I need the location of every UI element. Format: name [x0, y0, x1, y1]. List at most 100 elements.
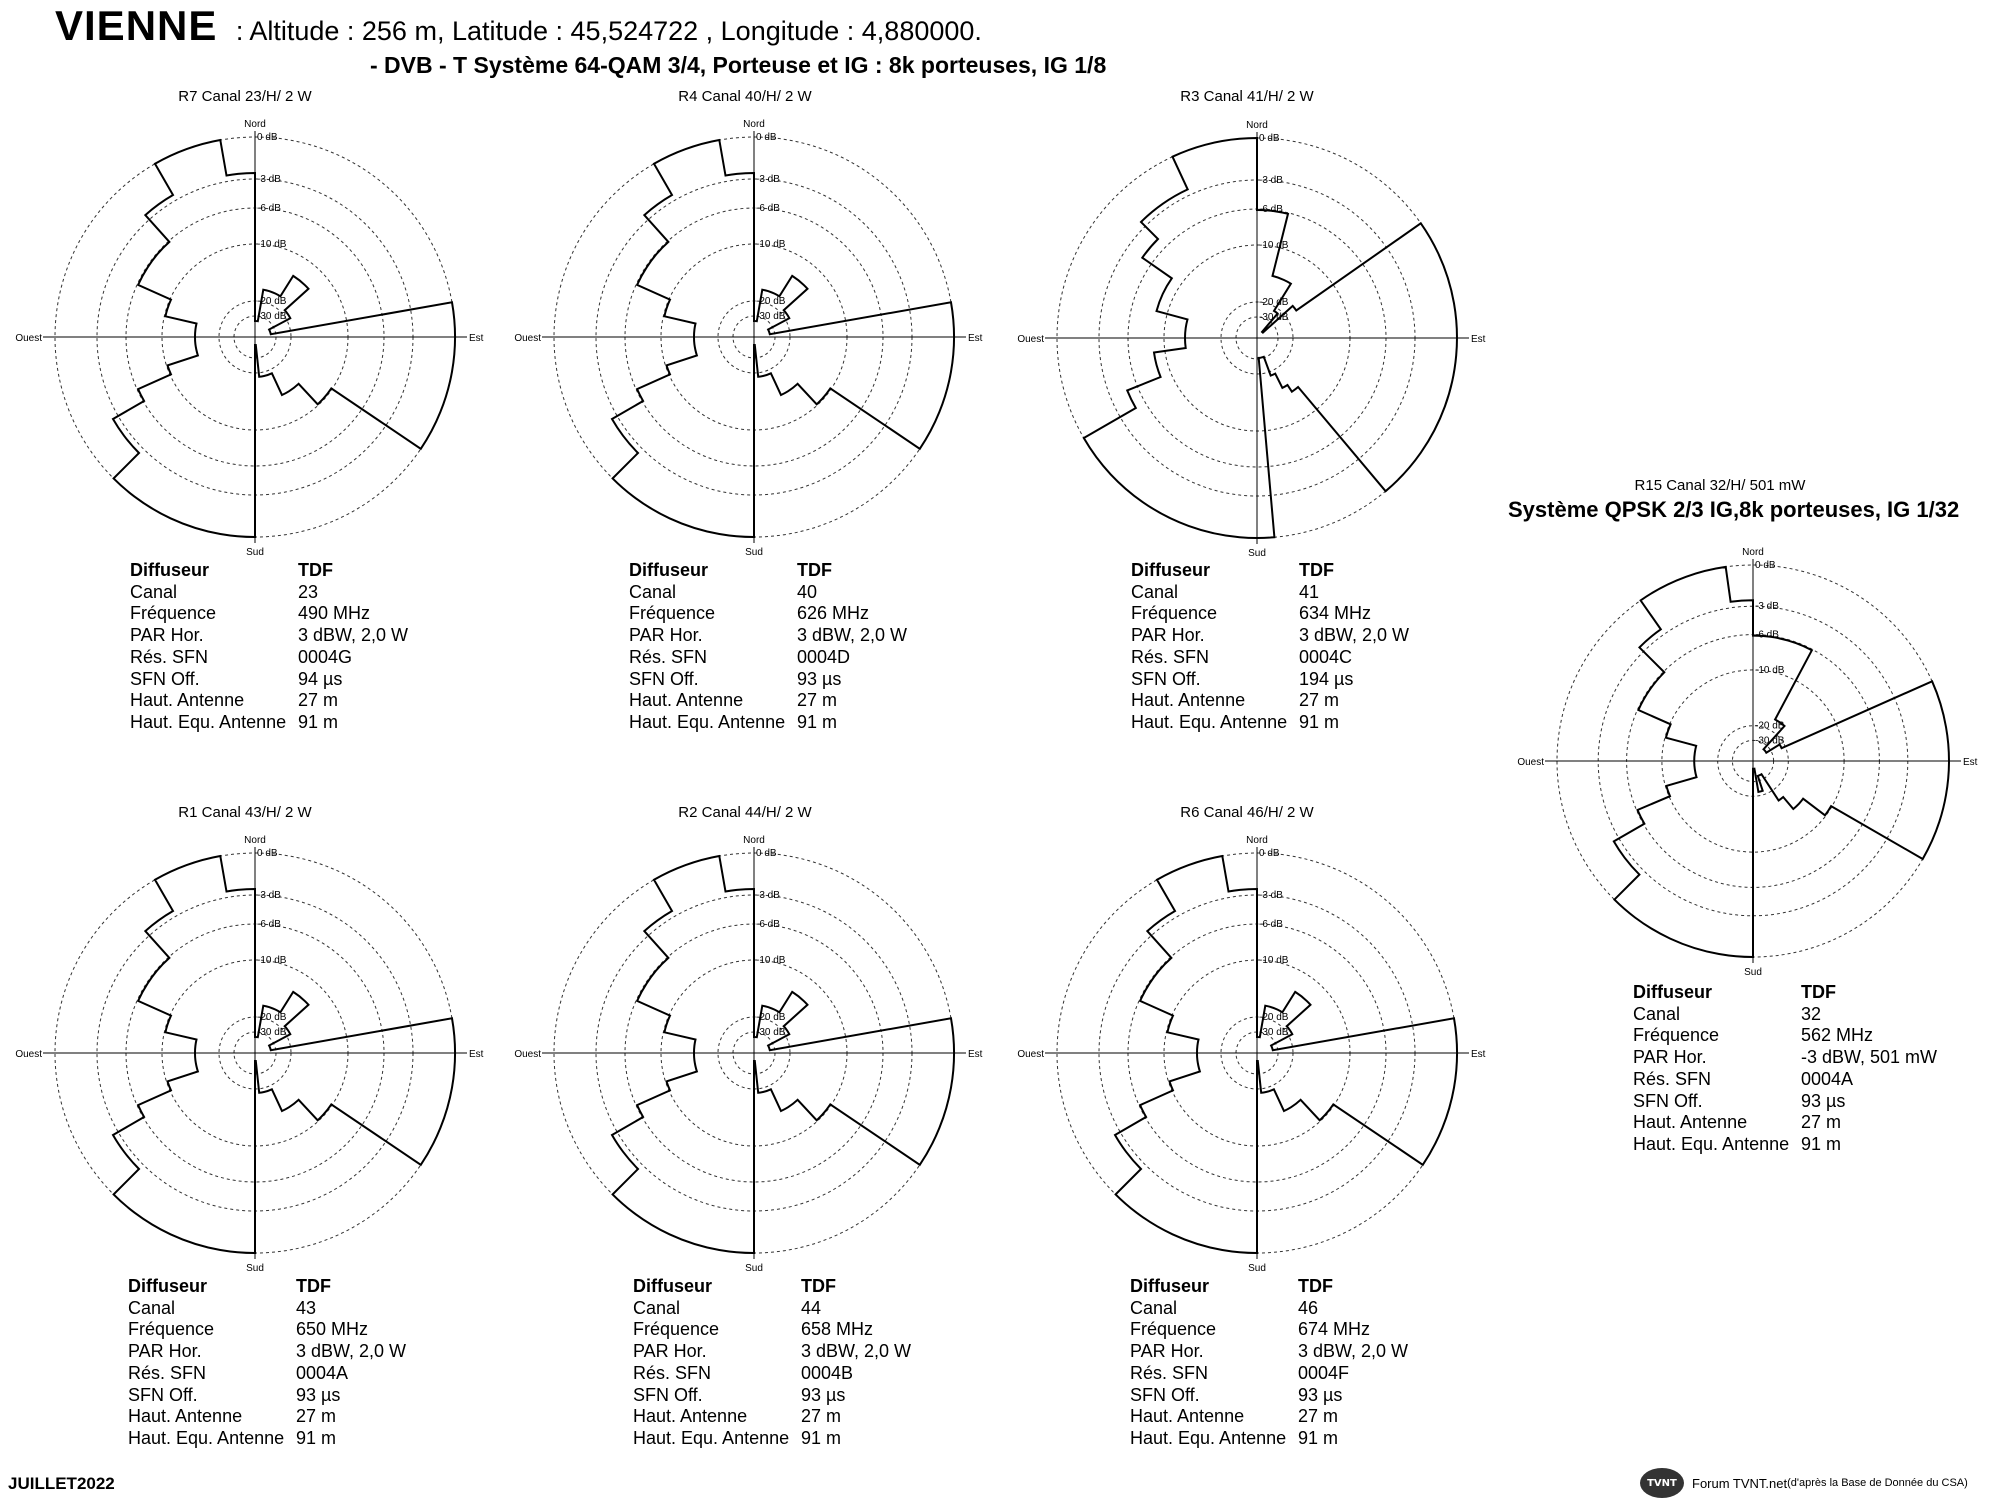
west-label: Ouest: [1017, 334, 1044, 345]
radiation-pattern-diagram: 0 dB-3 dB-6 dB-10 dB-20 dB-30 dBNordSudE…: [1017, 120, 1485, 559]
info-value: 3 dBW, 2,0 W: [296, 1341, 407, 1362]
ring-label: -3 dB: [756, 890, 780, 901]
antenna-pattern-curve: [1113, 854, 1459, 1255]
info-label: SFN Off.: [1130, 1384, 1200, 1405]
info-value: 44: [801, 1297, 822, 1318]
ring-label: -20 dB: [756, 1012, 786, 1023]
info-value: 3 dBW, 2,0 W: [801, 1341, 912, 1362]
info-value: 0004G: [298, 646, 353, 667]
info-row: Haut. Antenne 27 m: [1131, 690, 1409, 712]
ring-label: -6 dB: [1259, 919, 1283, 930]
info-label: Fréquence: [128, 1319, 215, 1340]
west-label: Ouest: [15, 1049, 42, 1060]
ring-label: -6 dB: [1259, 204, 1283, 215]
info-value: 93 µs: [296, 1384, 341, 1405]
info-row: SFN Off.93 µs: [629, 669, 907, 691]
info-label: Diffuseur: [1130, 1276, 1210, 1296]
info-label: Haut. Antenne: [629, 690, 744, 711]
north-label: Nord: [1246, 835, 1268, 846]
info-label: Haut. Antenne: [1131, 690, 1246, 711]
info-value: 27 m: [1299, 690, 1340, 711]
ring-label: -3 dB: [257, 890, 281, 901]
ring-label: 0 dB: [257, 132, 278, 143]
info-label: SFN Off.: [128, 1384, 198, 1405]
info-row: SFN Off.93 µs: [1130, 1385, 1408, 1407]
source-credit: TVNT Forum TVNT.net (d'après la Base de …: [1640, 1468, 1968, 1498]
radiation-pattern-diagram: 0 dB-3 dB-6 dB-10 dB-20 dB-30 dBNordSudE…: [1017, 835, 1486, 1274]
info-label: PAR Hor.: [1131, 625, 1205, 646]
ring-label: 0 dB: [1755, 560, 1776, 571]
info-value: 40: [797, 581, 818, 602]
antenna-pattern-curve: [610, 138, 956, 539]
ring-label: -3 dB: [756, 174, 780, 185]
south-label: Sud: [745, 1263, 763, 1274]
info-label: Fréquence: [629, 603, 716, 624]
info-label: PAR Hor.: [1130, 1341, 1204, 1362]
ring-label: 0 dB: [756, 132, 777, 143]
info-row: PAR Hor.3 dBW, 2,0 W: [1131, 625, 1409, 647]
info-value: TDF: [298, 560, 333, 580]
info-label: Diffuseur: [130, 560, 210, 580]
info-label: Haut. Equ. Antenne: [629, 711, 786, 732]
ring-label: 0 dB: [756, 848, 777, 859]
info-row: SFN Off.94 µs: [130, 669, 408, 691]
info-value: 43: [296, 1297, 317, 1318]
radiation-pattern-diagram: 0 dB-3 dB-6 dB-10 dB-20 dB-30 dBNordSudE…: [15, 119, 483, 558]
info-value: TDF: [797, 560, 832, 580]
info-value: 194 µs: [1299, 668, 1354, 689]
info-value: 0004B: [801, 1362, 854, 1383]
info-label: Canal: [633, 1297, 681, 1318]
west-label: Ouest: [1517, 757, 1544, 768]
info-label: Diffuseur: [629, 560, 709, 580]
info-label: Haut. Equ. Antenne: [1130, 1427, 1287, 1448]
south-label: Sud: [1744, 967, 1762, 978]
ring-label: 0 dB: [257, 848, 278, 859]
south-label: Sud: [745, 547, 763, 558]
ring-label: -20 dB: [756, 296, 786, 307]
credit-text[interactable]: Forum TVNT.net: [1692, 1475, 1788, 1491]
antenna-pattern-curve: [111, 138, 457, 539]
info-value: 91 m: [298, 711, 339, 732]
info-value: 91 m: [797, 711, 838, 732]
info-value: TDF: [1801, 982, 1836, 1002]
info-label: SFN Off.: [633, 1384, 703, 1405]
east-label: Est: [1471, 1049, 1486, 1060]
info-label: Rés. SFN: [130, 646, 209, 667]
dvbt-system-subtitle: - DVB - T Système 64-QAM 3/4, Porteuse e…: [370, 52, 1107, 78]
radiation-pattern-diagram: 0 dB-3 dB-6 dB-10 dB-20 dB-30 dBNordSudE…: [15, 835, 483, 1274]
info-label: Rés. SFN: [629, 646, 708, 667]
info-label: Fréquence: [1130, 1319, 1217, 1340]
info-label: Haut. Equ. Antenne: [128, 1427, 285, 1448]
info-value: 0004F: [1298, 1362, 1350, 1383]
info-row: Canal 44: [633, 1298, 911, 1320]
ring-label: -20 dB: [257, 1012, 287, 1023]
north-label: Nord: [244, 835, 266, 846]
info-label: Rés. SFN: [1130, 1362, 1209, 1383]
ring-label: -20 dB: [1755, 721, 1785, 732]
info-label: Diffuseur: [1131, 560, 1211, 580]
info-value: 0004C: [1299, 646, 1353, 667]
ring-label: -10 dB: [257, 239, 287, 250]
info-label: Haut. Equ. Antenne: [1633, 1133, 1790, 1154]
ring-label: -30 dB: [257, 1027, 287, 1038]
